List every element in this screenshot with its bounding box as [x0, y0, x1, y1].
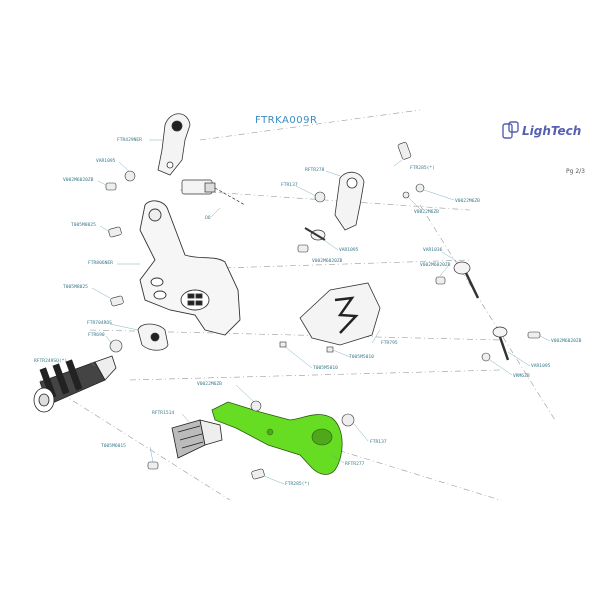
label-v002m6020zb-d: V002M6020ZB	[551, 338, 582, 344]
fastener-parts	[105, 142, 541, 480]
label-ftr690: FTR690	[88, 332, 105, 338]
label-ftr137-b: FTR137	[370, 439, 387, 445]
label-t005m8025-b: T005M8025	[63, 284, 88, 290]
label-oo: OO	[205, 215, 211, 221]
highlighted-shift-lever	[211, 401, 343, 475]
label-v0022m6zb-c: V0022M6ZB	[197, 381, 222, 387]
label-var1095-a: VAR1095	[96, 158, 116, 164]
label-rftr249sq: RFTR249SQ(*)	[34, 358, 67, 364]
label-t005m8025-a: T005M8025	[71, 222, 96, 228]
label-var1095-b: VAR1095	[339, 247, 359, 253]
label-v002m6020zb-a: V002M6020ZB	[63, 177, 94, 183]
right-bracket-part	[334, 171, 365, 231]
label-rftr278: RFTR278	[305, 167, 325, 173]
label-var1095-c: VAR1095	[531, 363, 551, 369]
rod-end-parts	[304, 227, 510, 361]
small-link-part	[137, 323, 169, 351]
label-v0022m6zb-a: V0022M6ZB	[455, 198, 480, 204]
brand-logo: LighTech	[502, 121, 582, 143]
label-ftr429ner: FTR429NER	[117, 137, 142, 143]
label-rftr1514: RFTR1514	[152, 410, 174, 416]
leader-lines	[89, 139, 551, 485]
label-ftr806ner: FTR806NER	[88, 260, 113, 266]
label-ftr137-a: FTR137	[281, 182, 298, 188]
label-t005m6015: T005M6015	[101, 443, 126, 449]
label-vrm6zb: VRM6ZB	[513, 373, 530, 379]
page-indicator: Pg 2/3	[566, 168, 585, 175]
rod-part	[181, 179, 246, 206]
label-v002m6020zb-b: V002M6020ZB	[312, 258, 343, 264]
part-labels: FTR429NER VAR1095 V002M6020ZB T005M8025 …	[34, 137, 582, 487]
label-rftr277: RFTR277	[345, 461, 365, 467]
label-ftr704ros: FTR704ROS	[87, 320, 112, 326]
label-ftr285-a: FTR285(*)	[410, 165, 435, 171]
brand-name: LighTech	[522, 124, 582, 138]
main-bracket-part	[139, 200, 241, 336]
upper-lever-part	[157, 113, 191, 176]
label-ftr795: FTR795	[381, 340, 398, 346]
diagram-title: FTRKA009R	[255, 115, 318, 126]
label-var1036: VAR1036	[423, 247, 443, 253]
logo-mark-icon	[502, 121, 519, 139]
rear-footpeg-part	[171, 419, 223, 459]
label-v002m6020zb-c: V002M6020ZB	[420, 262, 451, 268]
label-ftr285-b: FTR285(*)	[285, 481, 310, 487]
footpeg-part	[33, 355, 117, 413]
label-v0022m6zb-b: V0022M6ZB	[414, 209, 439, 215]
label-t005m5010-b: T005M5010	[313, 365, 338, 371]
label-t005m5010-a: T005M5010	[349, 354, 374, 360]
cover-plate-part	[299, 282, 381, 346]
